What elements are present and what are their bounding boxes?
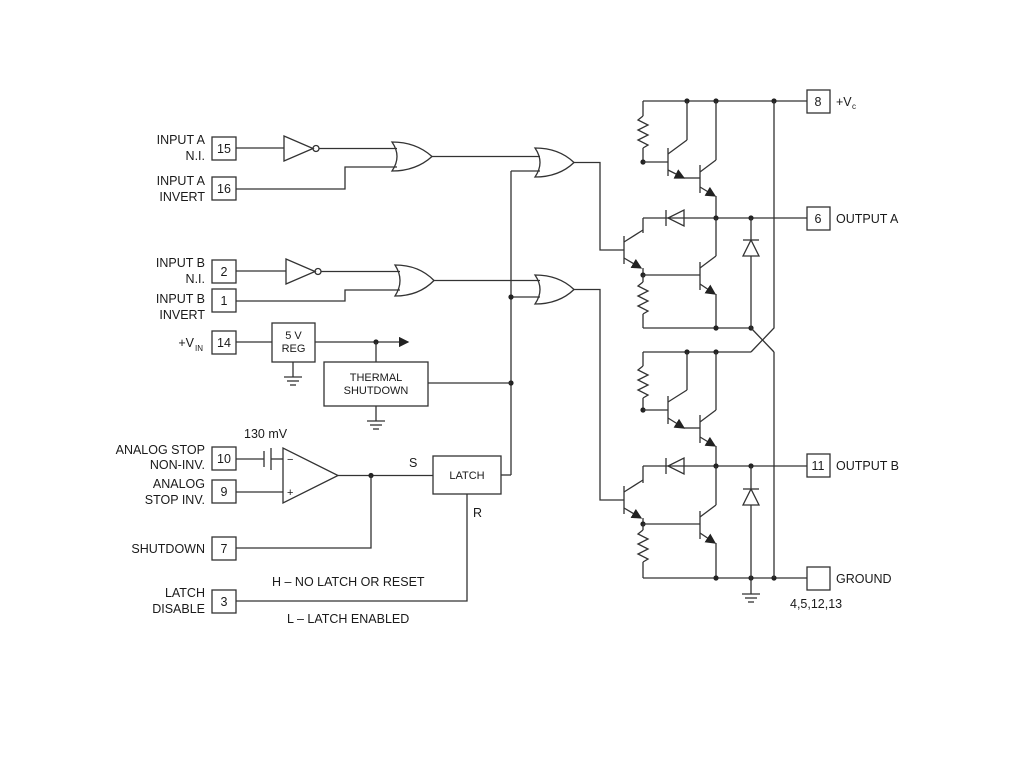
latch-reset: R bbox=[473, 506, 482, 520]
pin-3-latch-disable: LATCH DISABLE 3 bbox=[152, 586, 237, 616]
input-b-logic bbox=[236, 258, 624, 501]
resistor bbox=[636, 281, 650, 315]
pin-label: NON-INV. bbox=[150, 458, 205, 472]
pin-number: 2 bbox=[221, 265, 228, 279]
reference-voltage: 130 mV bbox=[244, 427, 288, 441]
latch-block: LATCH S R H – NO LATCH OR RESET L – LATC… bbox=[236, 455, 511, 626]
pin-10-analog-stop-ni: ANALOG STOP NON-INV. 10 bbox=[116, 443, 237, 472]
pin-label: INPUT A bbox=[157, 133, 206, 147]
thermal-shutdown: THERMAL SHUTDOWN bbox=[323, 361, 511, 430]
reg-label-2: REG bbox=[282, 343, 306, 355]
pin-label: STOP INV. bbox=[145, 493, 205, 507]
pin-number: 16 bbox=[217, 182, 231, 196]
thermal-label-2: SHUTDOWN bbox=[344, 385, 409, 397]
pin-number: 10 bbox=[217, 452, 231, 466]
or-gate-a2 bbox=[533, 147, 575, 178]
pin-label: GROUND bbox=[836, 572, 892, 586]
opamp-minus: − bbox=[287, 454, 293, 466]
diode bbox=[741, 238, 761, 257]
pin-15-input-a-ni: INPUT A N.I. 15 bbox=[157, 133, 237, 163]
pin-14-vin: +V IN 14 bbox=[178, 330, 237, 355]
pin-number: 9 bbox=[221, 485, 228, 499]
or-gate-a1 bbox=[390, 141, 433, 172]
pin-number: 11 bbox=[812, 459, 825, 473]
pin-number: 6 bbox=[815, 212, 822, 226]
diode bbox=[741, 487, 761, 506]
diode bbox=[666, 208, 685, 228]
ground-pin-numbers: 4,5,12,13 bbox=[790, 597, 842, 611]
pin-11-output-b: 11 OUTPUT B bbox=[806, 453, 899, 478]
pin-1-input-b-invert: INPUT B INVERT 1 bbox=[156, 288, 237, 322]
output-stage-a bbox=[623, 98, 807, 353]
pin-8-vc: 8 +V c bbox=[806, 89, 856, 114]
pin-number: 1 bbox=[221, 294, 228, 308]
pin-label: INPUT B bbox=[156, 256, 205, 270]
pin-box bbox=[806, 566, 831, 591]
or-gate-b2 bbox=[533, 274, 575, 305]
inverter-b bbox=[285, 258, 317, 285]
or-gate-b1 bbox=[393, 264, 435, 297]
opamp-plus: + bbox=[287, 487, 293, 499]
latch-set: S bbox=[409, 456, 417, 470]
pin-label: INVERT bbox=[159, 190, 205, 204]
resistor bbox=[636, 115, 650, 149]
latch-note-low: L – LATCH ENABLED bbox=[287, 612, 409, 626]
pin-label: +V bbox=[178, 336, 194, 350]
pin-number: 14 bbox=[217, 336, 231, 350]
pin-label: DISABLE bbox=[152, 602, 205, 616]
resistor bbox=[636, 529, 650, 563]
latch-label: LATCH bbox=[449, 470, 484, 482]
reg-label-1: 5 V bbox=[285, 330, 302, 342]
voltage-regulator: 5 V REG bbox=[236, 322, 410, 386]
pin-9-analog-stop-inv: ANALOG STOP INV. 9 bbox=[145, 477, 237, 507]
opamp bbox=[282, 446, 340, 505]
pin-6-output-a: 6 OUTPUT A bbox=[806, 206, 899, 231]
pin-label: INPUT A bbox=[157, 174, 206, 188]
pin-label: OUTPUT A bbox=[836, 212, 899, 226]
pin-2-input-b-ni: INPUT B N.I. 2 bbox=[156, 256, 237, 286]
pin-label-subscript: c bbox=[852, 102, 856, 111]
pin-ground: GROUND 4,5,12,13 bbox=[790, 566, 892, 611]
inverter-a bbox=[283, 135, 315, 162]
pin-label: ANALOG STOP bbox=[116, 443, 205, 457]
pin-number: 15 bbox=[217, 142, 231, 156]
pin-label: SHUTDOWN bbox=[131, 542, 205, 556]
diode bbox=[666, 456, 685, 476]
pin-7-shutdown: SHUTDOWN 7 bbox=[131, 536, 237, 561]
resistor bbox=[636, 365, 650, 399]
pin-number: 7 bbox=[221, 542, 228, 556]
pin-number: 3 bbox=[221, 595, 228, 609]
pin-label: INPUT B bbox=[156, 292, 205, 306]
pin-label: N.I. bbox=[186, 149, 205, 163]
pin-label: INVERT bbox=[159, 308, 205, 322]
pin-label: +V bbox=[836, 95, 852, 109]
analog-stop-comparator: 130 mV − + bbox=[236, 427, 433, 549]
thermal-label-1: THERMAL bbox=[350, 372, 403, 384]
input-a-logic bbox=[236, 135, 624, 251]
pin-16-input-a-invert: INPUT A INVERT 16 bbox=[157, 174, 237, 204]
pin-label: OUTPUT B bbox=[836, 459, 899, 473]
pin-label: LATCH bbox=[165, 586, 205, 600]
pin-label: ANALOG bbox=[153, 477, 205, 491]
output-stage-b bbox=[623, 349, 807, 603]
latch-note-high: H – NO LATCH OR RESET bbox=[272, 575, 425, 589]
pin-number: 8 bbox=[815, 95, 822, 109]
pin-label: N.I. bbox=[186, 272, 205, 286]
pin-label-subscript: IN bbox=[195, 344, 203, 353]
